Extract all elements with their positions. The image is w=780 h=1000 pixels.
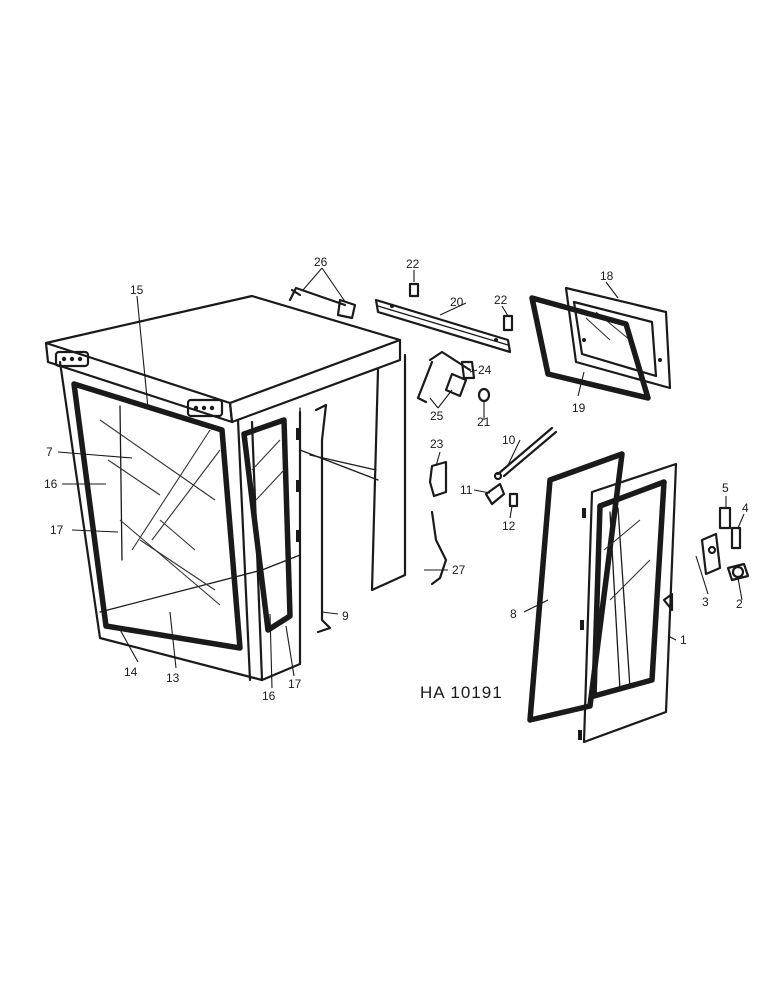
callout-1: 1 — [680, 633, 687, 647]
part-26-stay — [288, 286, 357, 320]
callout-15: 15 — [130, 283, 144, 297]
callout-labels: 26 22 20 22 18 15 24 25 21 19 7 10 23 16… — [44, 255, 749, 703]
callout-21: 21 — [477, 415, 491, 429]
part-2-handle — [726, 562, 750, 582]
part-10-strut — [493, 426, 558, 481]
side-window-seal — [241, 417, 293, 633]
callout-17: 17 — [50, 523, 64, 537]
callout-12: 12 — [502, 519, 516, 533]
callout-3: 3 — [702, 595, 709, 609]
callout-18: 18 — [600, 269, 614, 283]
part-19-window-seal — [529, 295, 651, 401]
front-glass — [99, 419, 221, 606]
callout-7: 7 — [46, 445, 53, 459]
rod-9 — [314, 403, 332, 634]
roof-light-cluster-right — [186, 398, 224, 418]
callout-22: 22 — [406, 257, 420, 271]
callout-16: 16 — [262, 689, 276, 703]
part-8-door-seal — [527, 451, 625, 723]
callout-2: 2 — [736, 597, 743, 611]
callout-10: 10 — [502, 433, 516, 447]
side-hinges — [296, 428, 300, 542]
callout-20: 20 — [450, 295, 464, 309]
callout-19: 19 — [572, 401, 586, 415]
callout-27: 27 — [452, 563, 466, 577]
callout-25: 25 — [430, 409, 444, 423]
callout-17: 17 — [288, 677, 302, 691]
callout-4: 4 — [742, 501, 749, 515]
callout-11: 11 — [460, 483, 473, 497]
part-22-clip-left — [408, 282, 420, 298]
part-27-cable — [430, 510, 448, 586]
callout-22: 22 — [494, 293, 508, 307]
callout-23: 23 — [430, 437, 444, 451]
part-18-window-frame — [564, 286, 672, 390]
callout-14: 14 — [124, 665, 138, 679]
part-22-clip-right — [502, 314, 514, 332]
part-11-latch — [484, 482, 506, 506]
reference-code: HA 10191 — [420, 683, 503, 702]
part-5-plate — [718, 506, 732, 530]
roof-light-cluster-left — [54, 350, 90, 368]
side-glass — [251, 439, 285, 501]
callout-5: 5 — [722, 481, 729, 495]
callout-24: 24 — [478, 363, 492, 377]
callout-8: 8 — [510, 607, 517, 621]
callout-26: 26 — [314, 255, 328, 269]
part-24-25-hinge — [416, 350, 491, 404]
part-23-bracket — [428, 460, 448, 498]
cab-frame — [44, 294, 407, 682]
part-1-door — [578, 462, 678, 744]
callout-9: 9 — [342, 609, 349, 623]
part-4-plate — [730, 526, 742, 550]
callout-13: 13 — [166, 671, 180, 685]
callout-16: 16 — [44, 477, 58, 491]
part-3-lock — [700, 532, 722, 576]
leader-lines — [57, 267, 745, 689]
part-12-pin — [508, 492, 519, 508]
part-20-rail — [374, 298, 512, 354]
front-window-seal — [71, 381, 243, 651]
